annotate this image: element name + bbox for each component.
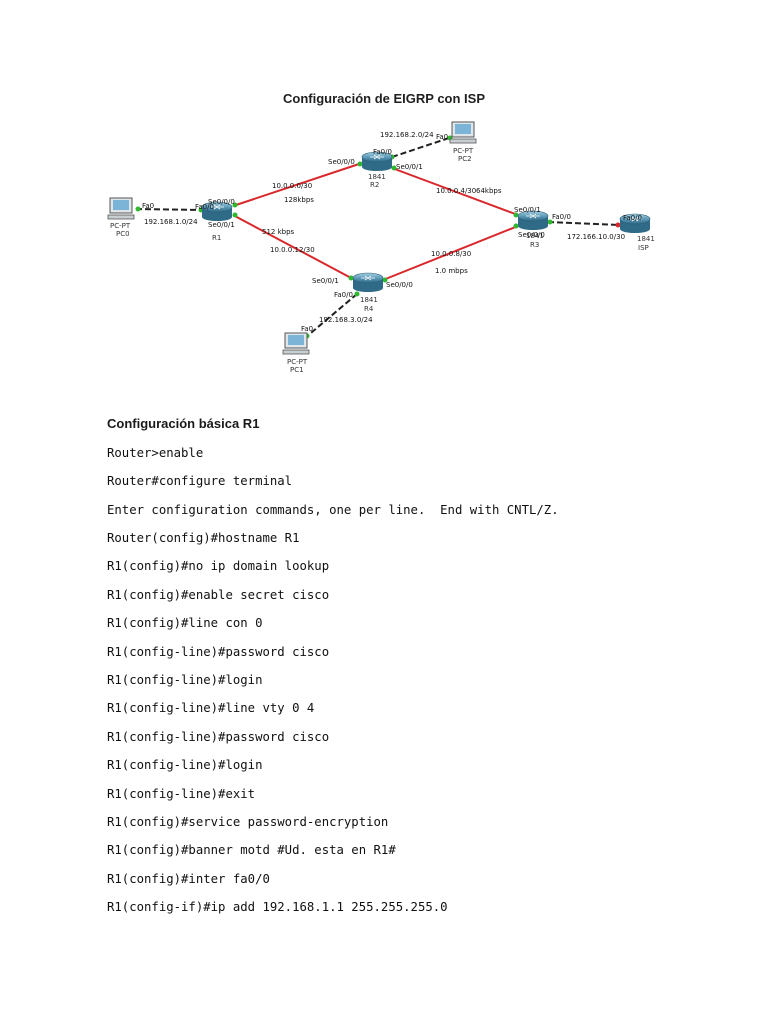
lan1-network-label: 192.168.1.0/24	[144, 218, 198, 226]
command-line: R1(config)#service password-encryption	[107, 815, 389, 829]
pc0-port-label: Fa0	[142, 202, 154, 210]
r2-se001-port-label: Se0/0/1	[396, 163, 423, 171]
router-icon	[517, 210, 549, 230]
r4-model-label: 1841	[360, 296, 378, 304]
pc2-type-label: PC-PT	[453, 147, 474, 155]
r2-fa-port-label: Fa0/0	[373, 148, 392, 156]
r1-se000-port-label: Se0/0/0	[208, 198, 235, 206]
command-line: Enter configuration commands, one per li…	[107, 503, 559, 517]
link-r2-pc2	[391, 136, 453, 158]
r1-r2-bandwidth-label: 128kbps	[284, 196, 314, 204]
isp-network-label: 172.166.10.0/30	[567, 233, 625, 241]
command-line: R1(config)#line con 0	[107, 616, 263, 630]
link-r1-r4	[232, 214, 354, 280]
link-r2-r3	[391, 167, 519, 216]
lan2-network-label: 192.168.2.0/24	[380, 131, 434, 139]
command-line: Router>enable	[107, 446, 204, 460]
pc2-name-label: PC2	[458, 155, 472, 163]
command-line: R1(config-line)#password cisco	[107, 730, 330, 744]
link-r4-pc1	[304, 293, 358, 339]
r4-r3-bandwidth-label: 1.0 mbps	[435, 267, 468, 275]
r2-name-label: R2	[370, 181, 379, 189]
link-pc0-r1	[135, 208, 203, 211]
r1-r2-network-label: 10.0.0.0/30	[272, 182, 312, 190]
r3-fa-port-label: Fa0/0	[552, 213, 571, 221]
link-r4-r3	[382, 225, 519, 281]
r1-r4-bandwidth-label: 512 kbps	[262, 228, 295, 236]
command-line: R1(config-line)#line vty 0 4	[107, 701, 315, 715]
r3-name-label: R3	[530, 241, 539, 249]
r4-r3-network-label: 10.0.0.8/30	[431, 250, 471, 258]
isp-port-label: Fa0/0	[623, 214, 642, 222]
r4-name-label: R4	[364, 305, 374, 313]
command-line: Router#configure terminal	[107, 474, 293, 488]
r3-se000-port-label: Se0/0/0	[518, 231, 545, 239]
lan3-network-label: 192.168.3.0/24	[319, 316, 373, 324]
r2-r3-network-label: 10.0.0.4/30	[436, 187, 476, 195]
command-line: R1(config-line)#exit	[107, 787, 256, 801]
r2-r3-bandwidth-label: 64kbps	[476, 187, 502, 195]
pc0-name-label: PC0	[116, 230, 130, 238]
pc-icon	[282, 332, 310, 355]
link-r3-isp	[547, 221, 621, 226]
r4-fa-port-label: Fa0/0	[334, 291, 353, 299]
command-line: R1(config)#inter fa0/0	[107, 872, 270, 886]
router-icon	[201, 201, 233, 221]
router-icon	[361, 151, 393, 171]
router-icon	[619, 213, 651, 233]
r2-model-label: 1841	[368, 173, 386, 181]
link-r1-r2	[232, 162, 363, 207]
isp-name-label: ISP	[638, 244, 649, 252]
pc-icon	[107, 197, 135, 220]
pc0-type-label: PC-PT	[110, 222, 131, 230]
r4-se000-port-label: Se0/0/0	[386, 281, 413, 289]
command-line: R1(config)#enable secret cisco	[107, 588, 330, 602]
r1-name-label: R1	[212, 234, 221, 242]
pc1-type-label: PC-PT	[287, 358, 308, 366]
r3-se001-port-label: Se0/0/1	[514, 206, 541, 214]
r4-se001-port-label: Se0/0/1	[312, 277, 339, 285]
r2-se000-port-label: Se0/0/0	[328, 158, 355, 166]
pc-icon	[449, 121, 477, 144]
command-line: R1(config-line)#login	[107, 758, 263, 772]
r3-model-label: 1841	[526, 232, 544, 240]
command-line: R1(config-line)#password cisco	[107, 645, 330, 659]
r1-fa-port-label: Fa0/0	[195, 203, 214, 211]
pc2-port-label: Fa0	[436, 133, 448, 141]
document-title: Configuración de EIGRP con ISP	[282, 91, 485, 106]
command-line: R1(config-line)#login	[107, 673, 263, 687]
command-line: R1(config)#no ip domain lookup	[107, 559, 330, 573]
network-topology-diagram: PC-PT PC0 PC-PT PC2 PC-PT PC1	[100, 112, 680, 384]
command-line: Router(config)#hostname R1	[107, 531, 300, 545]
port-status-dot-isp	[615, 222, 621, 228]
isp-model-label: 1841	[637, 235, 655, 243]
r1-r4-network-label: 10.0.0.12/30	[270, 246, 315, 254]
section-heading: Configuración básica R1	[107, 416, 260, 431]
r1-se001-port-label: Se0/0/1	[208, 221, 235, 229]
command-line: R1(config-if)#ip add 192.168.1.1 255.255…	[107, 900, 448, 914]
topology-svg: PC-PT PC0 PC-PT PC2 PC-PT PC1	[107, 121, 655, 374]
router-icon	[352, 272, 384, 292]
pc1-port-label: Fa0	[301, 325, 313, 333]
command-line: R1(config)#banner motd #Ud. esta en R1#	[107, 843, 396, 857]
pc1-name-label: PC1	[290, 366, 304, 374]
